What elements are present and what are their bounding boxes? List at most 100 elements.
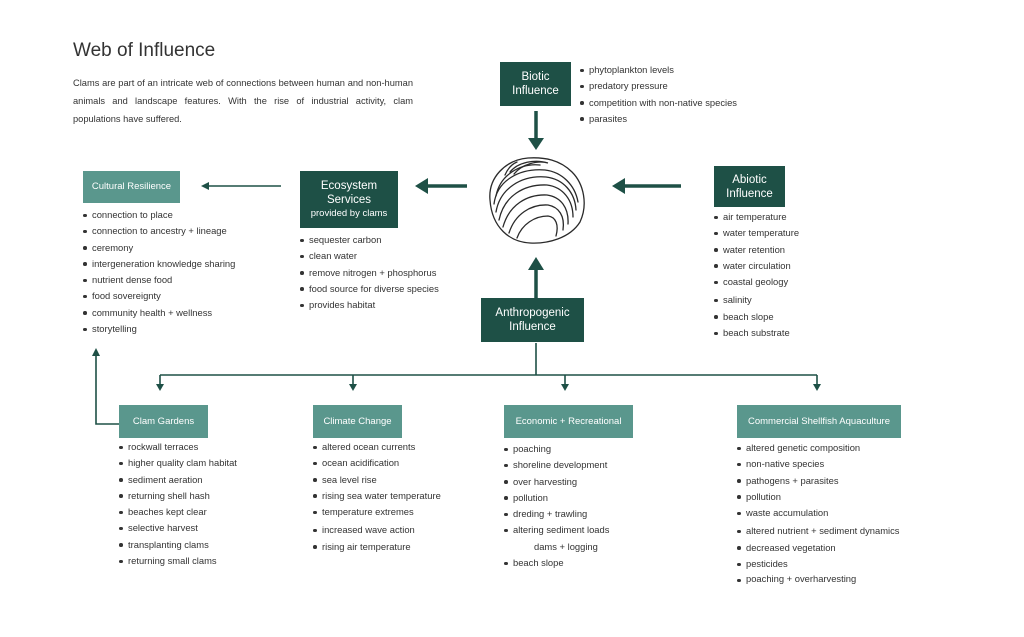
- list-item: ceremony: [83, 240, 235, 256]
- list-item: rising sea water temperature: [313, 488, 441, 504]
- arrowhead-anthropogenic: [528, 257, 544, 270]
- list-item: waste accumulation: [737, 505, 899, 521]
- list-item: returning shell hash: [119, 488, 237, 504]
- list-item: beach slope: [504, 555, 609, 571]
- list-item: competition with non-native species: [580, 95, 737, 111]
- list-item: food sovereignty: [83, 288, 235, 304]
- list-item: predatory pressure: [580, 78, 737, 94]
- list-item: rising air temperature: [313, 539, 441, 555]
- list-item: salinity: [714, 292, 799, 308]
- list-item: community health + wellness: [83, 305, 235, 321]
- list-item: transplanting clams: [119, 537, 237, 553]
- abiotic-influence-box: Abiotic Influence: [714, 166, 785, 207]
- list-item: altering sediment loads: [504, 522, 609, 538]
- economic-list: poaching shoreline development over harv…: [504, 441, 609, 571]
- list-sub-item: dams + logging: [534, 540, 598, 552]
- list-item: sea level rise: [313, 472, 441, 488]
- list-item: beaches kept clear: [119, 504, 237, 520]
- list-item: water temperature: [714, 225, 799, 241]
- clam-gardens-list: rockwall terraces higher quality clam ha…: [119, 439, 237, 569]
- arrowhead-abiotic: [612, 178, 625, 194]
- list-item: poaching + overharvesting: [737, 572, 899, 585]
- list-item: clean water: [300, 248, 439, 264]
- anthropogenic-title-line2: Influence: [509, 321, 556, 333]
- economic-title: Economic + Recreational: [515, 415, 622, 427]
- list-item: returning small clams: [119, 553, 237, 569]
- list-item: altered genetic composition: [737, 440, 899, 456]
- list-item: altered ocean currents: [313, 439, 441, 455]
- climate-list: altered ocean currents ocean acidificati…: [313, 439, 441, 555]
- anthropogenic-title-line1: Anthropogenic: [495, 307, 570, 319]
- arrowhead-ecosystem: [415, 178, 428, 194]
- biotic-influence-box: Biotic Influence: [500, 62, 571, 106]
- list-item: selective harvest: [119, 520, 237, 536]
- branch-head-clam-gardens: [156, 384, 164, 391]
- biotic-list: phytoplankton levels predatory pressure …: [580, 62, 737, 127]
- list-item: storytelling: [83, 321, 235, 337]
- list-item: ocean acidification: [313, 455, 441, 471]
- clam-shell-icon: [489, 157, 585, 244]
- arrow-clam-gardens-to-cultural: [95, 356, 119, 425]
- list-item: pollution: [504, 490, 609, 506]
- list-item: dreding + trawling: [504, 506, 609, 522]
- clam-gardens-box: Clam Gardens: [119, 405, 208, 438]
- ecosystem-services-box: Ecosystem Services provided by clams: [300, 171, 398, 228]
- ecosystem-title-line2: Services: [326, 193, 372, 206]
- abiotic-list: air temperature water temperature water …: [714, 209, 799, 341]
- page-title: Web of Influence: [73, 40, 216, 61]
- list-item: nutrient dense food: [83, 272, 235, 288]
- branch-head-aquaculture: [813, 384, 821, 391]
- list-item: shoreline development: [504, 457, 609, 473]
- biotic-title-line1: Biotic: [521, 71, 550, 83]
- list-item: rockwall terraces: [119, 439, 237, 455]
- list-item: non-native species: [737, 456, 899, 472]
- cultural-title: Cultural Resilience: [91, 181, 172, 192]
- list-item: parasites: [580, 111, 737, 127]
- biotic-title-line2: Influence: [512, 85, 559, 97]
- list-item: beach substrate: [714, 325, 799, 341]
- branch-head-climate: [349, 384, 357, 391]
- abiotic-title-line2: Influence: [726, 187, 773, 200]
- list-item: beach slope: [714, 309, 799, 325]
- list-item: sequester carbon: [300, 232, 439, 248]
- list-item: coastal geology: [714, 274, 799, 290]
- list-item: connection to place: [83, 207, 235, 223]
- cultural-list: connection to place connection to ancest…: [83, 207, 235, 337]
- list-item: pesticides: [737, 556, 899, 572]
- arrowhead-cultural: [201, 182, 209, 190]
- climate-title: Climate Change: [323, 415, 392, 427]
- list-item: decreased vegetation: [737, 540, 899, 556]
- intro-paragraph: Clams are part of an intricate web of co…: [73, 78, 413, 124]
- list-item: temperature extremes: [313, 504, 441, 520]
- ecosystem-subtitle: provided by clams: [310, 207, 388, 219]
- list-item: pollution: [737, 489, 899, 505]
- list-item: food source for diverse species: [300, 281, 439, 297]
- list-item: sediment aeration: [119, 472, 237, 488]
- list-item: air temperature: [714, 209, 799, 225]
- list-item: poaching: [504, 441, 609, 457]
- list-item: connection to ancestry + lineage: [83, 223, 235, 239]
- list-item: over harvesting: [504, 474, 609, 490]
- aquaculture-list: altered genetic composition non-native s…: [737, 440, 899, 585]
- branch-head-economic: [561, 384, 569, 391]
- anthropogenic-influence-box: Anthropogenic Influence: [481, 298, 584, 342]
- economic-recreational-box: Economic + Recreational: [504, 405, 633, 438]
- list-item: pathogens + parasites: [737, 473, 899, 489]
- abiotic-title-line1: Abiotic: [732, 173, 767, 186]
- climate-change-box: Climate Change: [313, 405, 402, 438]
- list-item: increased wave action: [313, 522, 441, 538]
- arrowhead-biotic: [528, 138, 544, 150]
- list-item: remove nitrogen + phosphorus: [300, 265, 439, 281]
- list-item: altered nutrient + sediment dynamics: [737, 523, 899, 539]
- list-item: higher quality clam habitat: [119, 455, 237, 471]
- ecosystem-list: sequester carbon clean water remove nitr…: [300, 232, 439, 313]
- list-item: provides habitat: [300, 297, 439, 313]
- list-item: water circulation: [714, 258, 799, 274]
- list-item: water retention: [714, 242, 799, 258]
- clam-gardens-title: Clam Gardens: [132, 415, 195, 427]
- list-item: phytoplankton levels: [580, 62, 737, 78]
- ecosystem-title-line1: Ecosystem: [320, 179, 378, 192]
- aquaculture-title: Commercial Shellfish Aquaculture: [747, 415, 891, 427]
- arrowhead-clam-gardens-cultural: [92, 348, 100, 356]
